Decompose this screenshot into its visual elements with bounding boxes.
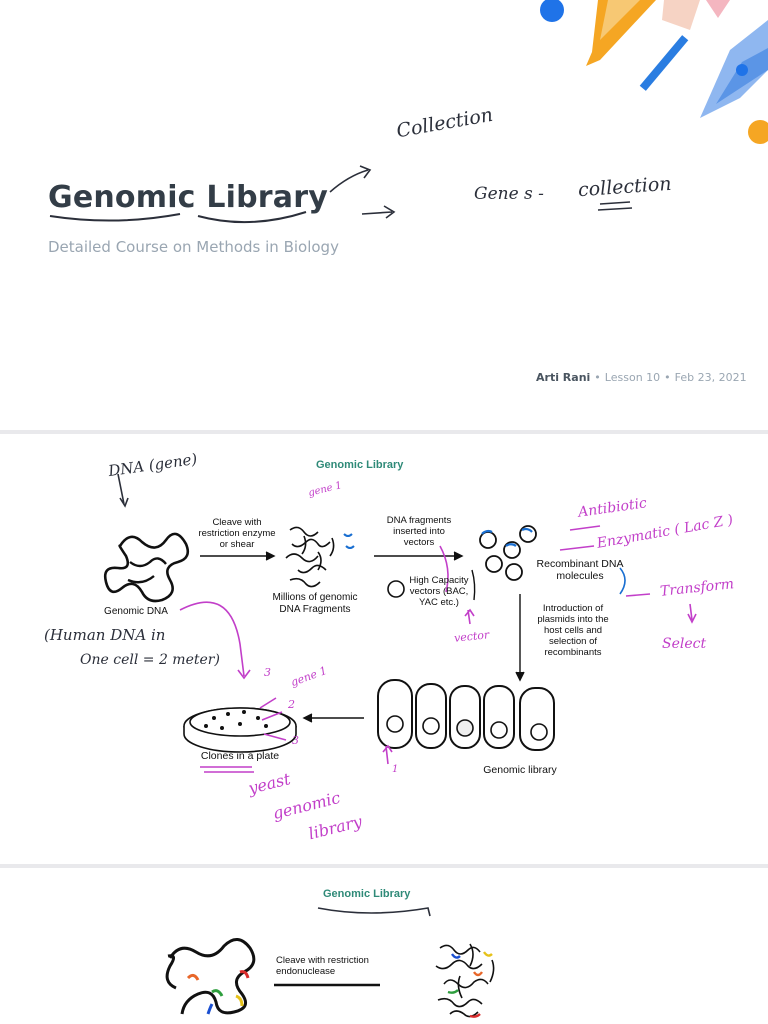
label-genomic-library: Genomic library bbox=[483, 764, 557, 776]
diagram-2-title: Genomic Library bbox=[323, 888, 411, 900]
annotation-genes: Gene s - bbox=[474, 184, 544, 204]
diagram-2-shapes bbox=[165, 907, 495, 1018]
author-name: Arti Rani bbox=[536, 371, 591, 384]
label-inserted: DNA fragments inserted into vectors bbox=[386, 515, 452, 548]
diagram-slide-2: Genomic Library Cleave with restriction … bbox=[0, 868, 768, 1024]
annotation-human-dna-2: One cell = 2 meter) bbox=[80, 652, 220, 668]
orange-dot bbox=[748, 120, 768, 144]
vector-circle bbox=[387, 580, 405, 598]
label-cleave-endonuclease: Cleave with restriction endonuclease bbox=[276, 955, 369, 977]
annotation-n1: 1 bbox=[392, 764, 399, 775]
diagram-title: Genomic Library bbox=[316, 459, 404, 471]
title-ink bbox=[49, 165, 633, 224]
peach-shape bbox=[662, 0, 700, 30]
label-cleave: Cleave with restriction enzyme or shear bbox=[198, 517, 276, 550]
title-slide: Genomic Library Collection Gene s - coll… bbox=[0, 0, 768, 430]
recombinant-circles bbox=[479, 525, 537, 581]
pink-shape bbox=[706, 0, 730, 18]
blue-dot bbox=[540, 0, 564, 22]
fragments-shape-2 bbox=[435, 943, 495, 1018]
dna-fragments-shape bbox=[285, 526, 335, 588]
subtitle: Detailed Course on Methods in Biology bbox=[48, 238, 339, 256]
genomic-dna-shape bbox=[103, 532, 190, 603]
label-clones: Clones in a plate bbox=[200, 750, 280, 762]
label-high-capacity: High Capacity vectors (BAC, YAC etc.) bbox=[409, 575, 469, 608]
title-word-library: Library bbox=[206, 180, 328, 215]
annotation-human-dna-1: (Human DNA in bbox=[44, 626, 166, 644]
diagram-slide: Genomic Library bbox=[0, 434, 768, 864]
title-word-genomic: Genomic bbox=[48, 180, 196, 215]
petri-dish-shape bbox=[183, 707, 297, 753]
annotation-n3a: 3 bbox=[264, 666, 271, 679]
genomic-library-diagram bbox=[103, 473, 697, 773]
pen-nib-shape bbox=[700, 20, 768, 118]
label-recombinant: Recombinant DNA molecules bbox=[536, 558, 624, 583]
lesson-date: Feb 23, 2021 bbox=[674, 371, 747, 384]
label-millions: Millions of genomic DNA Fragments bbox=[272, 592, 358, 615]
host-cells bbox=[377, 679, 555, 751]
orange-pencil-shape bbox=[586, 0, 656, 66]
lesson-meta: Arti Rani•Lesson 10•Feb 23, 2021 bbox=[536, 371, 747, 384]
annotation-n2: 2 bbox=[288, 698, 295, 711]
genomic-dna-shape-2 bbox=[165, 938, 256, 1015]
page-title: Genomic Library bbox=[48, 180, 328, 215]
label-genomic-dna: Genomic DNA bbox=[104, 606, 168, 617]
annotation-select: Select bbox=[662, 636, 707, 652]
blue-stick bbox=[639, 35, 689, 91]
label-introduction: Introduction of plasmids into the host c… bbox=[537, 603, 609, 658]
annotation-n3b: 3 bbox=[292, 734, 299, 747]
lesson-number: Lesson 10 bbox=[604, 371, 661, 384]
decorative-corner-shapes bbox=[540, 0, 768, 144]
